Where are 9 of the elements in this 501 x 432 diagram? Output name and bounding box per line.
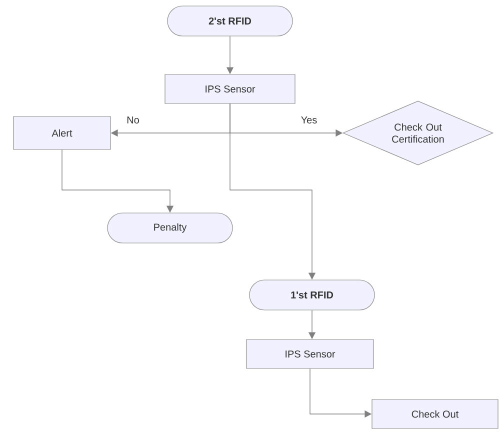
terminal-box: 2'st RFID: [167, 6, 293, 36]
terminal-box: Penalty: [107, 212, 233, 244]
edge-label: No: [127, 116, 139, 124]
process-box: IPS Sensor: [246, 339, 374, 369]
terminal-box: 1'st RFID: [249, 280, 375, 310]
process-box: Check Out: [372, 399, 498, 429]
edge-label: Yes: [301, 116, 317, 124]
process-box: IPS Sensor: [164, 74, 296, 104]
process-box: Alert: [13, 116, 111, 150]
